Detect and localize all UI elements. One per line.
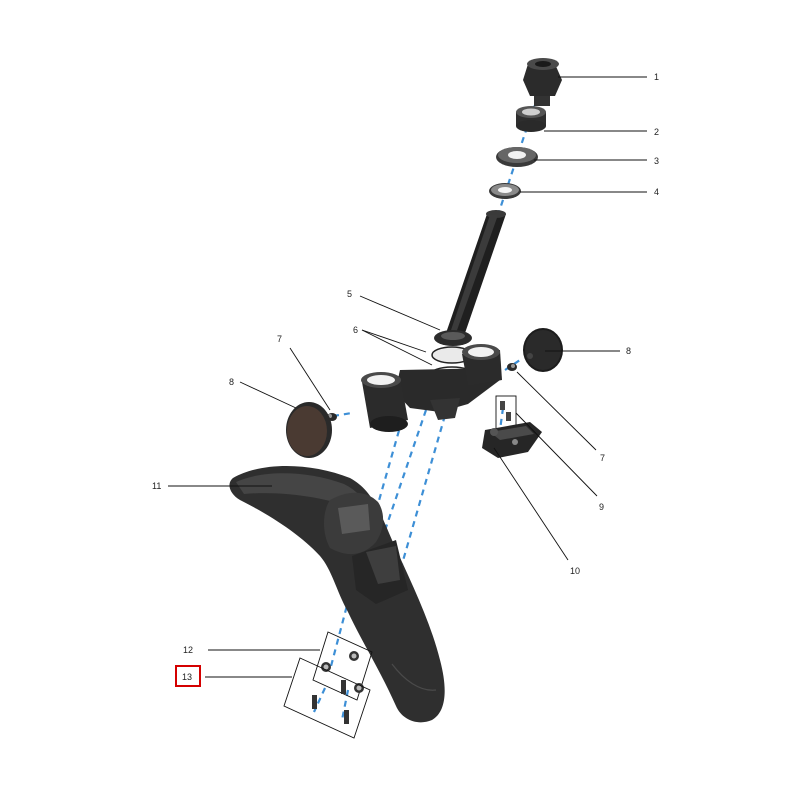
part-11-front-fender	[229, 466, 445, 723]
callout-10: 10	[570, 566, 580, 576]
callout-9: 9	[599, 502, 604, 512]
callout-labels: 1 2 3 4 5 6 7 7 8 8 9 10 11 12 13	[152, 72, 659, 682]
callout-7-left: 7	[277, 334, 282, 344]
part-13-bolt-group	[283, 657, 371, 739]
callout-8-left: 8	[229, 377, 234, 387]
callout-2: 2	[654, 127, 659, 137]
part-2-lock-nut	[516, 106, 546, 132]
callout-13: 13	[182, 672, 192, 682]
part-9-bolt-group	[495, 395, 517, 430]
part-8-reflector-right	[523, 328, 563, 372]
part-5-steering-stem	[445, 210, 506, 336]
part-10-bracket	[482, 422, 542, 458]
callout-1: 1	[654, 72, 659, 82]
part-4-bearing	[489, 183, 521, 199]
part-6-triple-clamp	[361, 330, 502, 432]
callout-8-right: 8	[626, 346, 631, 356]
callout-5: 5	[347, 289, 352, 299]
highlight-box-13	[175, 665, 201, 687]
part-7-bushing-right	[507, 363, 517, 371]
callout-11: 11	[152, 481, 161, 491]
leader-lines	[168, 76, 647, 678]
callout-3: 3	[654, 156, 659, 166]
callout-4: 4	[654, 187, 659, 197]
part-1-cap	[523, 58, 562, 106]
callout-6: 6	[353, 325, 358, 335]
part-8-reflector-left	[286, 402, 332, 458]
callout-12: 12	[183, 645, 193, 655]
part-3-washer	[496, 147, 538, 167]
part-12-screw-group	[312, 631, 373, 701]
callout-7-right: 7	[600, 453, 605, 463]
